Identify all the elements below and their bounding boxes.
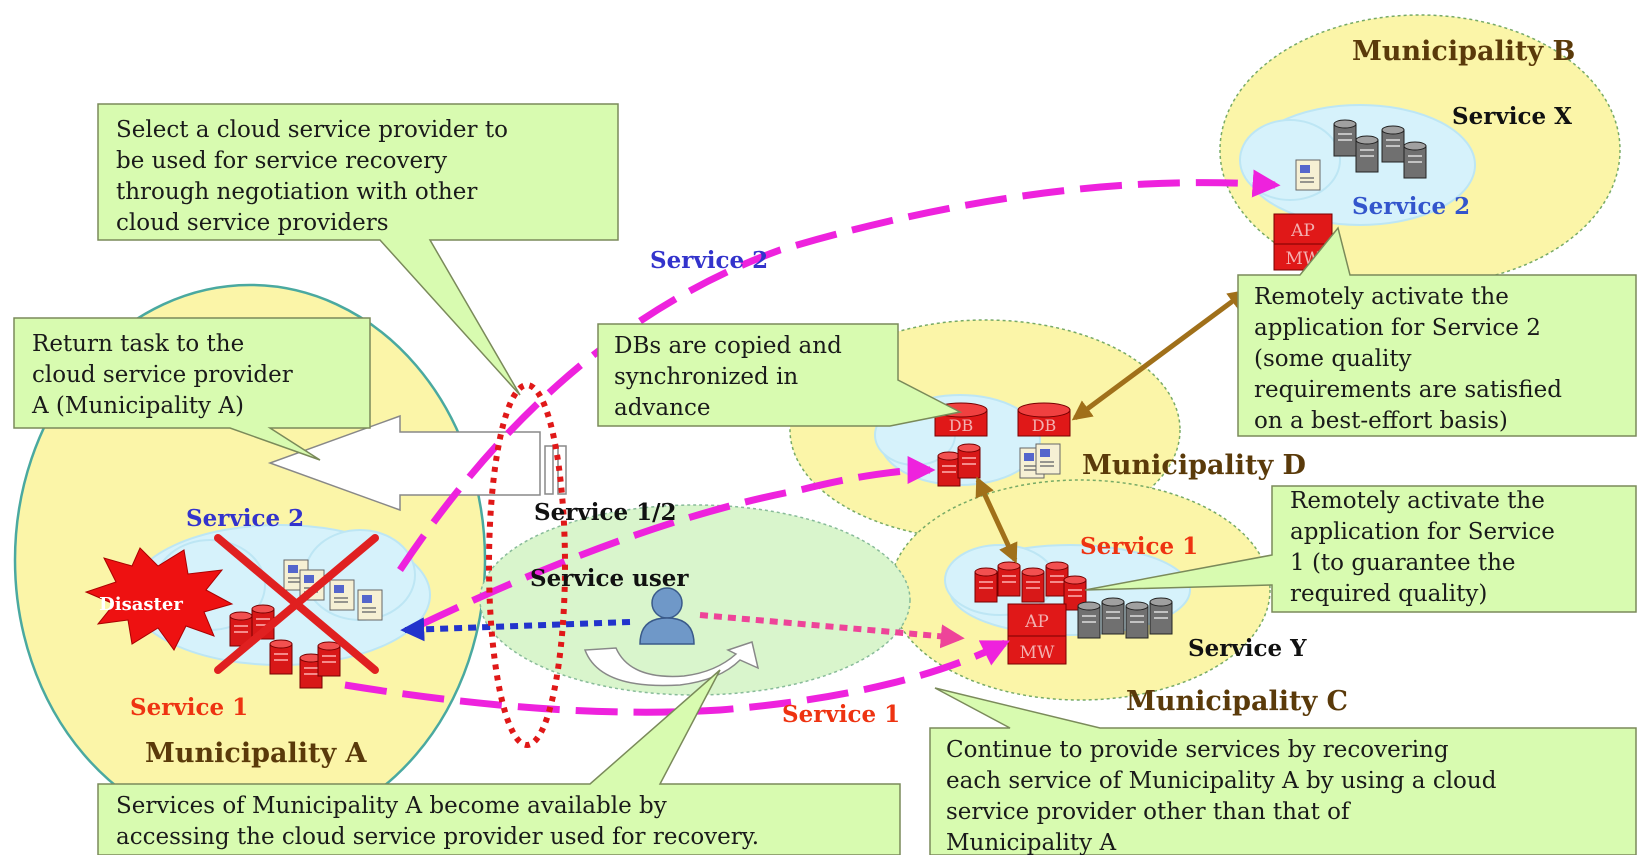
disaster-label: Disaster: [99, 594, 183, 615]
service-user-label: Service user: [530, 565, 689, 592]
municipality-c-app-stack: [1007, 603, 1067, 665]
callout-activate-service2-line-3: (some quality: [1254, 346, 1412, 372]
callout-services-available: Services of Municipality A become availa…: [97, 669, 901, 856]
c-ap-label: AP: [1024, 612, 1049, 632]
a-service2-label: Service 2: [186, 505, 304, 532]
svg-text:cloud service providers: cloud service providers: [116, 210, 389, 236]
callout-activate-service1-line-1: Remotely activate the: [1290, 488, 1545, 514]
c-mw-label: MW: [1020, 643, 1055, 663]
callout-continue-provide-line-2: each service of Municipality A by using …: [946, 768, 1497, 794]
c-service1-label: Service 1: [1080, 533, 1198, 560]
callout-dbs-copied-line-3: advance: [614, 395, 710, 421]
return-arrow: [267, 414, 567, 512]
b-service2-label: Service 2: [1352, 193, 1470, 220]
callout-select-provider-line-1: Select a cloud service provider to: [116, 117, 508, 143]
flow-service1-label: Service 1: [782, 701, 900, 728]
svg-text:accessing the cloud service pr: accessing the cloud service provider use…: [116, 824, 759, 850]
d-db-label-2: DB: [1032, 416, 1057, 435]
svg-text:Municipality A: Municipality A: [946, 830, 1116, 855]
municipality-d-db-red-2: [1017, 402, 1071, 437]
svg-text:Remotely activate the: Remotely activate the: [1290, 488, 1545, 514]
callout-services-available-line-2: accessing the cloud service provider use…: [116, 824, 759, 850]
callout-select-provider: Select a cloud service provider to be us…: [97, 103, 619, 396]
flow-service2-label: Service 2: [650, 247, 768, 274]
svg-text:cloud service provider: cloud service provider: [32, 362, 293, 388]
callout-select-provider-line-4: cloud service providers: [116, 210, 389, 236]
flow-arrows: [344, 169, 1281, 716]
a-service1-label: Service 1: [130, 694, 248, 721]
callout-services-available-line-1: Services of Municipality A become availa…: [116, 793, 667, 819]
svg-text:DBs are copied and: DBs are copied and: [614, 333, 842, 359]
svg-text:1 (to guarantee the: 1 (to guarantee the: [1290, 550, 1516, 576]
svg-text:advance: advance: [614, 395, 710, 421]
svg-text:be used for service recovery: be used for service recovery: [116, 148, 447, 174]
svg-text:(some quality: (some quality: [1254, 346, 1412, 372]
d-db-label-1: DB: [949, 416, 974, 435]
svg-text:through negotiation with other: through negotiation with other: [116, 179, 477, 205]
callout-dbs-copied: DBs are copied and synchronized in advan…: [597, 323, 963, 427]
callout-dbs-copied-line-1: DBs are copied and: [614, 333, 842, 359]
svg-text:Return task to the: Return task to the: [32, 331, 244, 357]
callout-select-provider-line-3: through negotiation with other: [116, 179, 477, 205]
callout-activate-service2-line-1: Remotely activate the: [1254, 284, 1509, 310]
arrow-service2-to-b: [397, 169, 1281, 572]
callout-continue-provide-line-4: Municipality A: [946, 830, 1116, 855]
b-ap-label: AP: [1290, 221, 1315, 241]
svg-text:required quality): required quality): [1290, 581, 1487, 607]
arrow-d-to-c: [975, 476, 1018, 564]
callout-select-provider-line-2: be used for service recovery: [116, 148, 447, 174]
callout-return-task: Return task to the cloud service provide…: [13, 317, 371, 461]
svg-text:Continue to provide services b: Continue to provide services by recoveri…: [946, 737, 1449, 763]
arrow-b-to-d: [1071, 289, 1249, 421]
callout-activate-service2-line-2: application for Service 2: [1254, 315, 1541, 341]
municipality-a-label: Municipality A: [145, 738, 368, 769]
c-service-y-label: Service Y: [1188, 635, 1307, 662]
svg-text:requirements are satisfied: requirements are satisfied: [1254, 377, 1562, 403]
flow-service12-label: Service 1/2: [534, 499, 677, 526]
arrow-service12-to-d: [418, 456, 936, 629]
failure-cross: [214, 534, 379, 674]
callout-activate-service2: Remotely activate the application for Se…: [1237, 226, 1637, 437]
callout-activate-service1-line-2: application for Service: [1290, 519, 1555, 545]
municipality-d-label: Municipality D: [1082, 450, 1306, 481]
callout-activate-service1-line-3: 1 (to guarantee the: [1290, 550, 1516, 576]
svg-text:each service of Municipality A: each service of Municipality A by using …: [946, 768, 1497, 794]
municipality-b-label: Municipality B: [1352, 36, 1575, 67]
service-user-area: [479, 504, 911, 696]
arrow-user-to-a: [400, 617, 631, 642]
callout-continue-provide: Continue to provide services by recoveri…: [929, 687, 1637, 856]
municipality-c-label: Municipality C: [1126, 686, 1348, 717]
arrow-user-to-c: [699, 612, 965, 649]
callout-continue-provide-line-3: service provider other than that of: [946, 799, 1351, 825]
callout-activate-service2-line-4: requirements are satisfied: [1254, 377, 1562, 403]
svg-text:application for Service 2: application for Service 2: [1254, 315, 1541, 341]
svg-text:application for Service: application for Service: [1290, 519, 1555, 545]
service-user-icon: [639, 587, 695, 645]
callout-dbs-copied-line-2: synchronized in: [614, 364, 798, 390]
callout-activate-service1-line-4: required quality): [1290, 581, 1487, 607]
svg-text:synchronized in: synchronized in: [614, 364, 798, 390]
svg-text:Remotely activate the: Remotely activate the: [1254, 284, 1509, 310]
svg-text:Select a cloud service provide: Select a cloud service provider to: [116, 117, 508, 143]
callout-continue-provide-line-1: Continue to provide services by recoveri…: [946, 737, 1449, 763]
svg-text:Services of Municipality A bec: Services of Municipality A become availa…: [116, 793, 667, 819]
callout-activate-service2-line-5: on a best-effort basis): [1254, 408, 1508, 434]
disaster-burst: [84, 547, 234, 651]
svg-text:A (Municipality A): A (Municipality A): [31, 393, 244, 419]
callout-return-task-line-2: cloud service provider: [32, 362, 293, 388]
callout-return-task-line-3: A (Municipality A): [31, 393, 244, 419]
callout-activate-service1: Remotely activate the application for Se…: [1084, 485, 1637, 613]
arrow-service1-to-c: [344, 639, 1011, 716]
svg-text:on a best-effort basis): on a best-effort basis): [1254, 408, 1508, 434]
callout-return-task-line-1: Return task to the: [32, 331, 244, 357]
negotiation-ring: [486, 382, 568, 748]
municipality-b-pc: [1295, 159, 1321, 191]
svg-text:service provider other than th: service provider other than that of: [946, 799, 1351, 825]
b-service-x-label: Service X: [1452, 103, 1572, 130]
